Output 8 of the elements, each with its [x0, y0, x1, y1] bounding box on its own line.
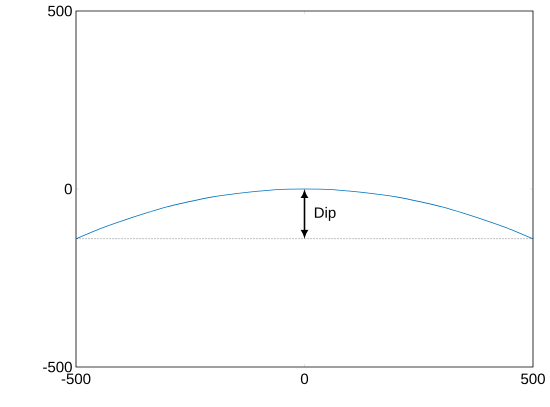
x-tick-label: -500 [62, 374, 90, 384]
line-series [76, 188, 534, 240]
y-tick-label: 0 [64, 184, 72, 194]
y-tick-label: -500 [43, 362, 72, 372]
x-tick-label: 500 [521, 374, 545, 384]
y-tick-label: 500 [48, 6, 72, 16]
annotation-label: Dip [314, 206, 336, 221]
x-tick-label: 0 [300, 374, 308, 384]
